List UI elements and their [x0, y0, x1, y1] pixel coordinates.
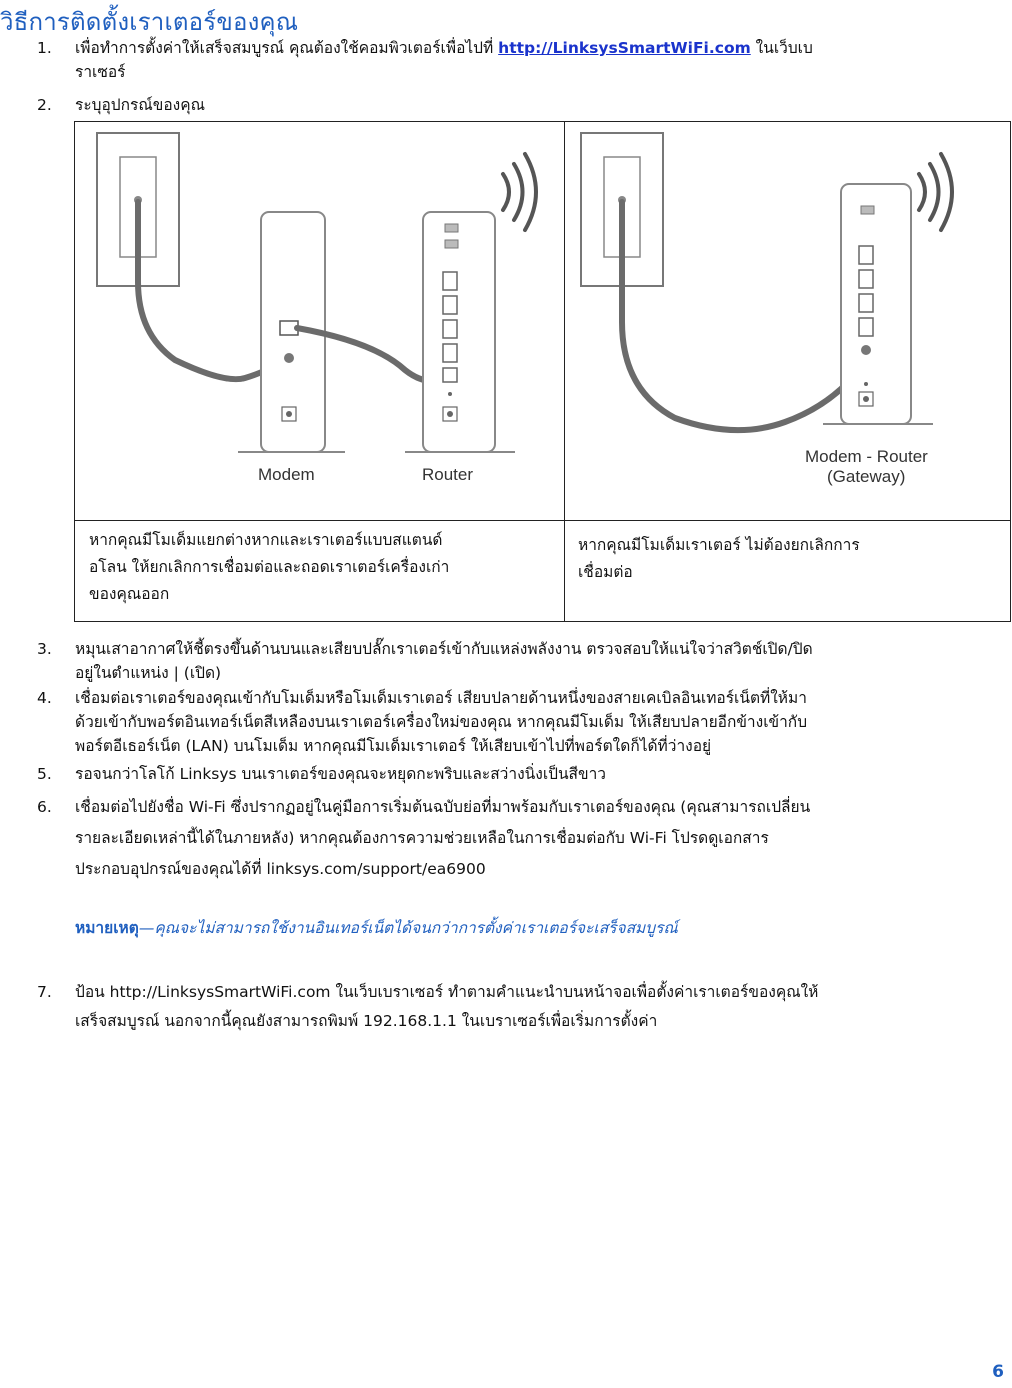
modem-router-icon: [823, 183, 933, 425]
page-title: วิธีการติดตั้งเราเตอร์ของคุณ: [0, 8, 299, 36]
modem-router-illustration: Modem Router: [96, 132, 538, 484]
caption-line: ของคุณออก: [89, 585, 170, 603]
step-text: รอจนกว่าโลโก้ Linksys บนเราเตอร์ของคุณจะ…: [75, 765, 607, 783]
step-4-line2: ด้วยเข้ากับพอร์ตอินเทอร์เน็ตสีเหลืองบนเร…: [75, 713, 808, 731]
step-number: 2.: [37, 96, 52, 114]
step-text: เชื่อมต่อเราเตอร์ของคุณเข้ากับโมเด็มหรือ…: [75, 686, 1005, 758]
right-cell-caption: หากคุณมีโมเด็มเราเตอร์ ไม่ต้องยกเลิกการ …: [578, 532, 998, 586]
device-comparison-table: Modem Router: [74, 121, 1011, 622]
step-4-line3: พอร์ตอีเธอร์เน็ต (LAN) บนโมเด็ม หากคุณมี…: [75, 737, 712, 755]
step-4-line1: เชื่อมต่อเราเตอร์ของคุณเข้ากับโมเด็มหรือ…: [75, 689, 807, 707]
note-dash: —: [138, 919, 155, 937]
router-icon: [405, 211, 515, 453]
step-number: 1.: [37, 39, 52, 57]
wifi-signal-icon: [917, 152, 954, 232]
gateway-illustration: Modem - Router (Gateway): [580, 132, 954, 486]
page-number: 6: [992, 1362, 1004, 1382]
step-text: ป้อน http://LinksysSmartWiFi.com ในเว็บเ…: [75, 978, 1005, 1036]
step-1-text-line2: ราเซอร์: [75, 63, 126, 81]
step-1-text-pre: เพื่อทำการตั้งค่าให้เสร็จสมบูรณ์ คุณต้อง…: [75, 39, 499, 57]
step-6-line3: ประกอบอุปกรณ์ของคุณได้ที่ linksys.com/su…: [75, 860, 486, 878]
table-row-divider: [75, 520, 1010, 521]
gateway-label-line2: (Gateway): [827, 467, 905, 486]
note: หมายเหตุ—คุณจะไม่สามารถใช้งานอินเทอร์เน็…: [75, 915, 678, 940]
step-7-line2: เสร็จสมบูรณ์ นอกจากนี้คุณยังสามารถพิมพ์ …: [75, 1012, 658, 1030]
step-6-line1: เชื่อมต่อไปยังชื่อ Wi-Fi ซึ่งปรากฏอยู่ใน…: [75, 798, 811, 816]
step-number: 6.: [37, 798, 52, 816]
note-text: คุณจะไม่สามารถใช้งานอินเทอร์เน็ตได้จนกว่…: [154, 919, 678, 937]
smartwifi-link[interactable]: http://LinksysSmartWiFi.com: [498, 39, 751, 57]
step-3-line2: อยู่ในตำแหน่ง | (เปิด): [75, 664, 222, 682]
gateway-label-line1: Modem - Router: [805, 447, 928, 466]
caption-line: หากคุณมีโมเด็มแยกต่างหากและเราเตอร์แบบสแ…: [89, 531, 443, 549]
wifi-signal-icon: [501, 152, 538, 232]
step-text: หมุนเสาอากาศให้ชี้ตรงขึ้นด้านบนและเสียบป…: [75, 637, 1005, 685]
step-number: 3.: [37, 640, 52, 658]
step-number: 5.: [37, 765, 52, 783]
step-6-line2: รายละเอียดเหล่านี้ได้ในภายหลัง) หากคุณต้…: [75, 829, 769, 847]
step-number: 7.: [37, 983, 52, 1001]
table-column-divider: [564, 122, 565, 621]
caption-line: อโลน ให้ยกเลิกการเชื่อมต่อและถอดเราเตอร์…: [89, 558, 450, 576]
step-text: เพื่อทำการตั้งค่าให้เสร็จสมบูรณ์ คุณต้อง…: [75, 36, 1005, 84]
caption-line: เชื่อมต่อ: [578, 563, 633, 581]
step-7-line1: ป้อน http://LinksysSmartWiFi.com ในเว็บเ…: [75, 983, 819, 1001]
caption-line: หากคุณมีโมเด็มเราเตอร์ ไม่ต้องยกเลิกการ: [578, 536, 860, 554]
step-text: เชื่อมต่อไปยังชื่อ Wi-Fi ซึ่งปรากฏอยู่ใน…: [75, 792, 1005, 885]
router-label: Router: [422, 465, 473, 484]
modem-label: Modem: [258, 465, 315, 484]
note-label: หมายเหตุ: [75, 919, 139, 937]
step-number: 4.: [37, 689, 52, 707]
step-text: ระบุอุปกรณ์ของคุณ: [75, 96, 205, 114]
step-3-line1: หมุนเสาอากาศให้ชี้ตรงขึ้นด้านบนและเสียบป…: [75, 640, 813, 658]
step-1-text-post: ในเว็บเบ: [750, 39, 813, 57]
left-cell-caption: หากคุณมีโมเด็มแยกต่างหากและเราเตอร์แบบสแ…: [89, 527, 559, 608]
